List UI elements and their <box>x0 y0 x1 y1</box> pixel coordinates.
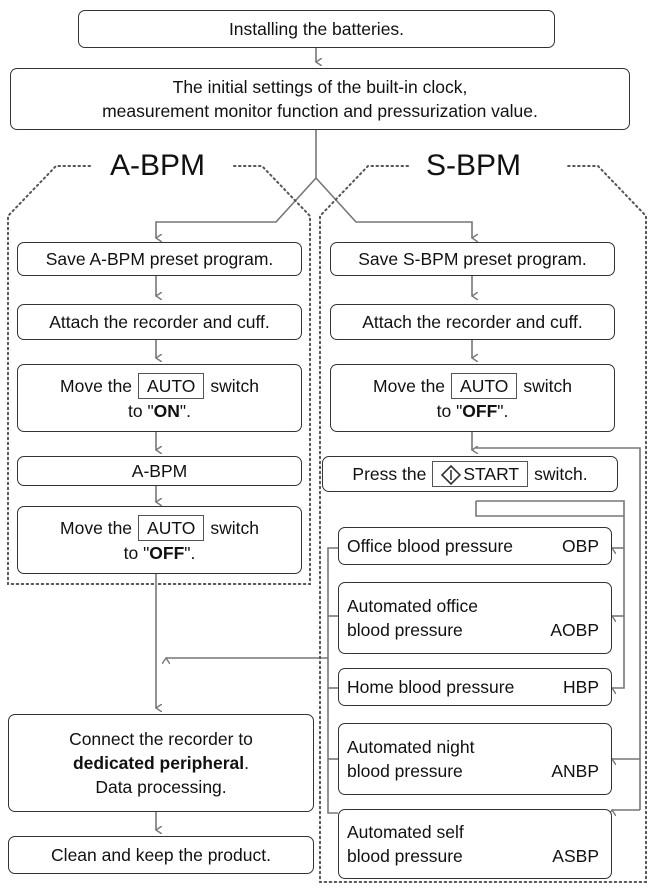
abpm-auto-on-value: ON <box>153 401 180 421</box>
clean-keep-step: Clean and keep the product. <box>8 836 314 874</box>
abpm-auto-off-move-text: Move the <box>60 518 133 538</box>
install-batteries-text: Installing the batteries. <box>228 19 405 39</box>
aobp-code: AOBP <box>550 620 599 640</box>
sbpm-auto-off-move-text: Move the <box>373 376 446 396</box>
sbpm-auto-off-end: ". <box>497 401 509 421</box>
connect-line3: Data processing. <box>95 777 227 797</box>
initial-settings-line1: The initial settings of the built-in clo… <box>172 77 468 97</box>
start-diamond-icon <box>441 465 462 486</box>
initial-settings-step: The initial settings of the built-in clo… <box>10 68 630 130</box>
sbpm-auto-off-to-text: to " <box>436 401 463 421</box>
anbp-option: Automated night blood pressure ANBP <box>338 723 612 795</box>
aobp-option: Automated office blood pressure AOBP <box>338 582 612 654</box>
auto-key-label: AUTO <box>451 373 518 399</box>
obp-code: OBP <box>562 536 599 556</box>
aobp-row: blood pressure AOBP <box>347 618 611 642</box>
sbpm-press-start-step: Press the START switch. <box>322 456 618 492</box>
connect-bold-text: dedicated peripheral <box>72 753 245 773</box>
hbp-label: Home blood pressure <box>347 677 515 697</box>
abpm-auto-off-end: ". <box>184 543 196 563</box>
sbpm-press-start-switch-text: switch. <box>534 464 588 484</box>
abpm-measurement-text: A-BPM <box>131 461 188 481</box>
auto-key-label: AUTO <box>138 515 205 541</box>
abpm-save-preset-text: Save A-BPM preset program. <box>45 249 274 269</box>
abpm-measurement-step: A-BPM <box>17 456 302 486</box>
asbp-code: ASBP <box>552 846 599 866</box>
abpm-title: A-BPM <box>104 148 212 184</box>
connect-line2: dedicated peripheral. <box>73 751 249 775</box>
start-key-label: START <box>463 464 520 484</box>
abpm-auto-on-move-text: Move the <box>60 376 133 396</box>
install-batteries-step: Installing the batteries. <box>78 10 555 48</box>
hbp-code: HBP <box>563 677 599 697</box>
hbp-option: Home blood pressure HBP <box>338 668 612 706</box>
sbpm-auto-off-line2: to "OFF". <box>437 399 509 423</box>
abpm-auto-on-end: ". <box>179 401 191 421</box>
auto-key-label: AUTO <box>138 373 205 399</box>
anbp-code: ANBP <box>551 761 599 781</box>
hbp-row: Home blood pressure HBP <box>347 675 611 699</box>
connect-period: . <box>244 753 250 773</box>
obp-label: Office blood pressure <box>347 536 514 556</box>
abpm-auto-on-line2: to "ON". <box>128 399 191 423</box>
obp-row: Office blood pressure OBP <box>347 534 611 558</box>
abpm-save-preset-step: Save A-BPM preset program. <box>17 242 302 276</box>
aobp-line2: blood pressure <box>347 620 463 640</box>
abpm-auto-off-to-text: to " <box>123 543 150 563</box>
sbpm-auto-off-switch-text: switch <box>523 376 572 396</box>
sbpm-attach-text: Attach the recorder and cuff. <box>362 312 583 332</box>
initial-settings-line2: measurement monitor function and pressur… <box>102 101 538 121</box>
anbp-line2: blood pressure <box>347 761 463 781</box>
sbpm-save-preset-step: Save S-BPM preset program. <box>330 242 615 276</box>
asbp-row: blood pressure ASBP <box>347 844 611 868</box>
abpm-auto-on-to-text: to " <box>128 401 154 421</box>
connect-recorder-step: Connect the recorder to dedicated periph… <box>8 714 314 812</box>
abpm-auto-on-switch-text: switch <box>210 376 259 396</box>
anbp-line1: Automated night <box>347 737 475 757</box>
connect-line1: Connect the recorder to <box>69 729 253 749</box>
sbpm-save-preset-text: Save S-BPM preset program. <box>358 249 587 269</box>
sbpm-attach-step: Attach the recorder and cuff. <box>330 304 615 340</box>
aobp-line1: Automated office <box>347 596 479 616</box>
asbp-option: Automated self blood pressure ASBP <box>338 809 612 879</box>
abpm-attach-step: Attach the recorder and cuff. <box>17 304 302 340</box>
obp-option: Office blood pressure OBP <box>338 527 612 565</box>
start-key-label-box: START <box>432 461 529 487</box>
asbp-line2: blood pressure <box>347 846 463 866</box>
clean-keep-text: Clean and keep the product. <box>51 845 271 865</box>
anbp-row: blood pressure ANBP <box>347 759 611 783</box>
asbp-line1: Automated self <box>347 822 464 842</box>
sbpm-press-start-text: Press the <box>352 464 427 484</box>
sbpm-auto-off-value: OFF <box>462 401 498 421</box>
sbpm-press-start-line: Press the START switch. <box>352 461 588 487</box>
abpm-attach-text: Attach the recorder and cuff. <box>49 312 270 332</box>
abpm-auto-off-line2: to "OFF". <box>124 541 196 565</box>
abpm-auto-off-switch-text: switch <box>210 518 259 538</box>
sbpm-title: S-BPM <box>420 148 528 184</box>
abpm-auto-off-value: OFF <box>149 543 185 563</box>
